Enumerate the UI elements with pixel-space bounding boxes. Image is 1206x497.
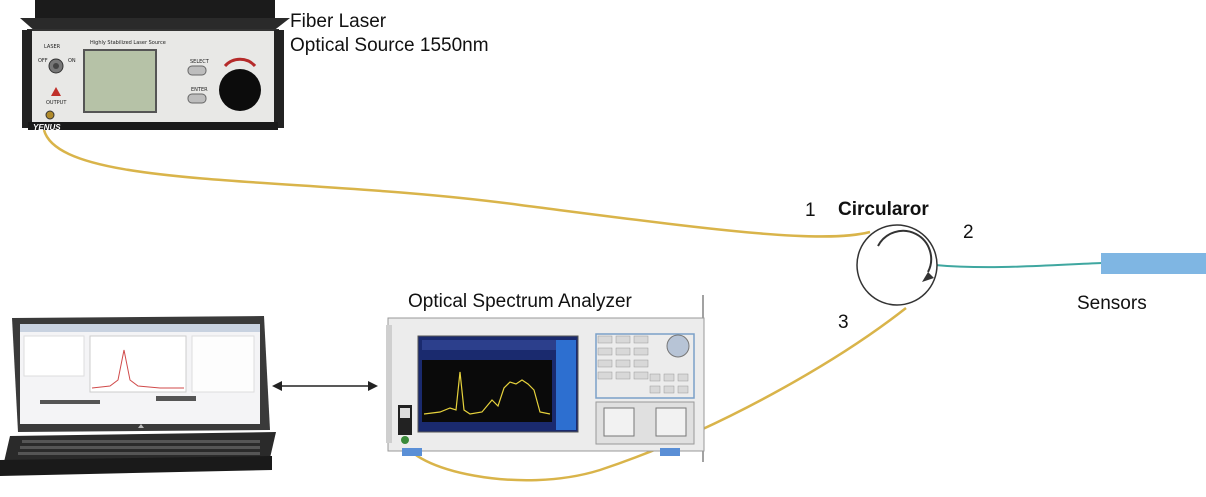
- rotation-arrow-icon: [877, 229, 933, 273]
- circulator-title: Circularor: [838, 199, 929, 220]
- svg-text:OFF: OFF: [38, 58, 48, 64]
- laser-title-line1: Fiber Laser: [290, 11, 387, 32]
- bidirectional-arrow-icon: [272, 381, 378, 391]
- svg-text:SELECT: SELECT: [190, 59, 210, 65]
- warning-icon: [51, 87, 61, 96]
- fiber-laser-to-circulator: [42, 129, 871, 238]
- svg-text:YENUS: YENUS: [33, 123, 61, 132]
- svg-text:ON: ON: [68, 58, 76, 64]
- svg-text:ENTER: ENTER: [191, 87, 208, 93]
- svg-text:OUTPUT: OUTPUT: [46, 100, 67, 106]
- osa-device: [386, 295, 705, 462]
- osa-title: Optical Spectrum Analyzer: [408, 291, 632, 312]
- laser-title-line2: Optical Source 1550nm: [290, 35, 489, 56]
- output-port-icon: [45, 110, 55, 120]
- sensors-label: Sensors: [1077, 293, 1147, 314]
- fiber-circulator-to-osa: [402, 307, 907, 482]
- laptop: [0, 316, 276, 476]
- fiber-laser-device: LASER OFF ON OUTPUT Highly Stabilized La…: [20, 0, 290, 132]
- fiber-circulator-to-sensor: [934, 262, 1103, 269]
- circulator-device: [856, 224, 938, 306]
- laser-display: [83, 49, 157, 113]
- sensor-element: [1101, 253, 1206, 274]
- laser-title: Fiber Laser Optical Source 1550nm: [290, 10, 489, 58]
- svg-text:LASER: LASER: [44, 44, 61, 50]
- osa-dial-icon: [666, 334, 690, 358]
- control-knob-icon: [219, 69, 261, 111]
- port-2-label: 2: [963, 222, 974, 243]
- port-3-label: 3: [838, 312, 849, 333]
- svg-text:Highly Stabilized Laser Source: Highly Stabilized Laser Source: [90, 40, 166, 46]
- spectrum-trace: [423, 371, 551, 415]
- port-1-label: 1: [805, 200, 816, 221]
